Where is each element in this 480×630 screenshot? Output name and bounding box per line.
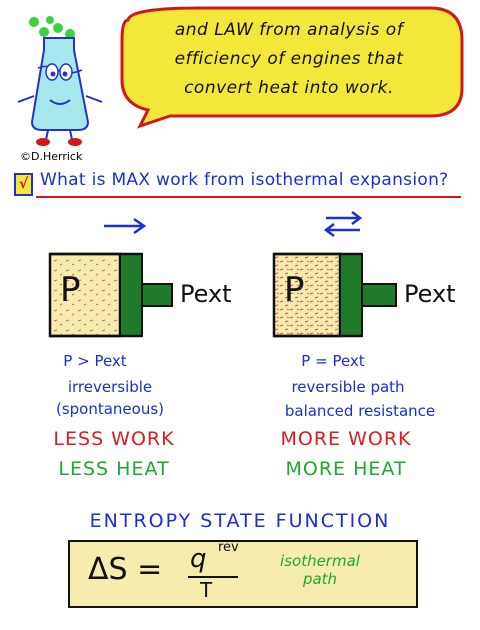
isothermal-note-1: isothermal [280,552,360,570]
fraction-bar [188,576,238,578]
left-shoe-icon [36,138,50,146]
formula-box [68,540,418,608]
right-desc-1: reversible path [291,378,405,396]
bubble-icon [53,23,63,33]
right-ext-label: Pext [404,280,456,308]
formula-superscript: rev [218,540,239,555]
checkbox[interactable]: √ [14,173,33,196]
speech-line-2: efficiency of engines that [174,49,404,69]
check-mark-icon: √ [18,176,29,192]
left-desc-2: (spontaneous) [55,400,165,418]
bubble-icon [39,27,49,37]
right-desc-2: balanced resistance [284,402,436,420]
left-desc-1: irreversible [67,378,153,396]
left-piston-diagram [48,252,173,338]
right-piston-diagram [272,252,397,338]
isothermal-note: isothermal path [270,552,370,588]
left-work-label: LESS WORK [53,428,175,450]
speech-line-3: convert heat into work. [184,78,394,98]
left-ext-label: Pext [180,280,232,308]
left-heat-label: LESS HEAT [58,458,170,480]
right-heat-label: MORE HEAT [285,458,407,480]
left-gas-label: P [60,270,81,310]
right-arrow-icon [104,217,147,235]
formula-lhs: ΔS = [88,552,163,587]
right-condition: P = Pext [301,352,365,370]
bubble-icon [46,16,54,24]
entropy-title: ENTROPY STATE FUNCTION [89,510,391,532]
isothermal-note-2: path [302,570,338,588]
question-underline [36,196,461,198]
question-text: What is MAX work from isothermal expansi… [40,170,449,190]
speech-bubble [120,6,464,129]
bubble-icon [65,29,75,39]
formula-numerator: q [190,544,207,574]
right-shoe-icon [68,138,82,146]
bidirectional-arrow-icon [323,211,363,237]
right-gas-label: P [284,270,305,310]
bubble-icon [29,17,39,27]
formula-denominator: T [200,578,213,602]
flask-mascot [17,16,103,146]
credit-text: ©D.Herrick [20,150,83,163]
right-work-label: MORE WORK [280,428,412,450]
speech-text: and LAW from analysis of efficiency of e… [130,16,448,103]
speech-line-1: and LAW from analysis of [174,20,404,40]
left-condition: P > Pext [63,352,127,370]
